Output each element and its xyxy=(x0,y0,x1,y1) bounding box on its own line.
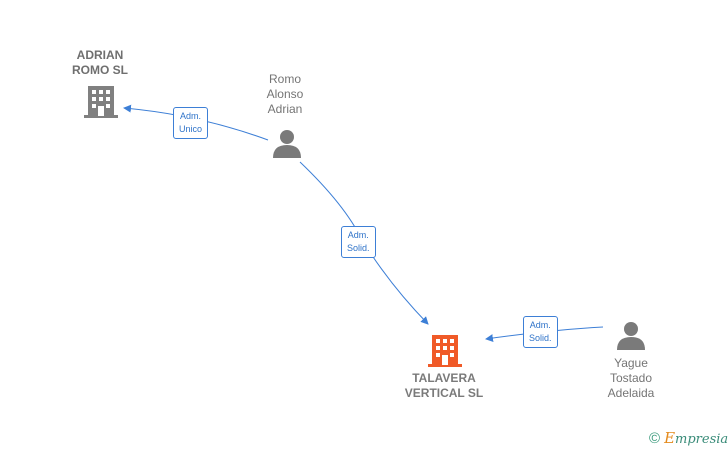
edge-label-adm-solid-romo: Adm. Solid. xyxy=(341,226,376,258)
company-label-talavera[interactable]: TALAVERA VERTICAL SL xyxy=(404,371,484,400)
empresia-watermark: © Empresia xyxy=(649,429,728,447)
person-icon[interactable] xyxy=(272,128,302,158)
person-label-romo-alonso[interactable]: Romo Alonso Adrian xyxy=(266,72,304,116)
building-icon[interactable] xyxy=(84,84,118,118)
edge-label-adm-solid-yague: Adm. Solid. xyxy=(523,316,558,348)
copyright-symbol: © xyxy=(649,429,661,447)
person-label-yague[interactable]: Yague Tostado Adelaida xyxy=(607,356,655,400)
person-icon[interactable] xyxy=(616,320,646,350)
company-label-adrian-romo[interactable]: ADRIAN ROMO SL xyxy=(72,48,128,77)
empresia-logo: Empresia xyxy=(664,429,728,447)
building-icon[interactable] xyxy=(428,333,462,367)
edge-label-adm-unico: Adm. Unico xyxy=(173,107,209,139)
